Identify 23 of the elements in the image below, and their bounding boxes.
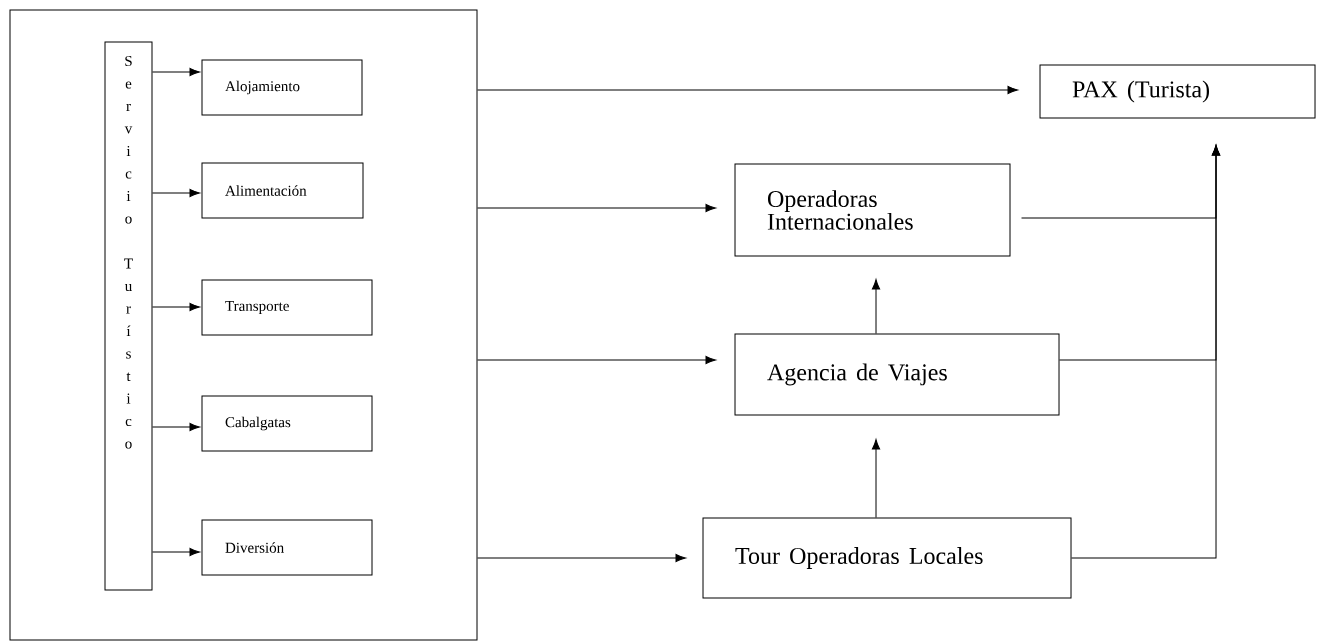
- arrow: [477, 355, 716, 365]
- process-box: Diversión: [201, 519, 373, 576]
- process-box: Transporte: [201, 279, 373, 336]
- arrow: [871, 439, 881, 518]
- process-box: Operadoras Internacionales: [734, 163, 1011, 257]
- process-box: Alimentación: [201, 162, 364, 219]
- arrow: [477, 85, 1018, 95]
- process-box: Alojamiento: [201, 59, 363, 116]
- process-box: Agencia de Viajes: [734, 333, 1060, 416]
- arrow: [152, 547, 200, 557]
- arrow: [152, 302, 200, 312]
- process-box: PAX (Turista): [1039, 64, 1316, 119]
- vertical-label-box: Servicio Turístico: [104, 41, 153, 591]
- process-box: Tour Operadoras Locales: [702, 517, 1072, 599]
- arrow: [477, 553, 686, 563]
- process-box: Cabalgatas: [201, 395, 373, 452]
- arrow: [152, 67, 200, 77]
- arrow: [152, 422, 200, 432]
- arrow: [871, 279, 881, 334]
- container-box: [9, 9, 478, 641]
- arrow: [1071, 145, 1221, 559]
- arrow: [152, 188, 200, 198]
- arrow: [477, 203, 716, 213]
